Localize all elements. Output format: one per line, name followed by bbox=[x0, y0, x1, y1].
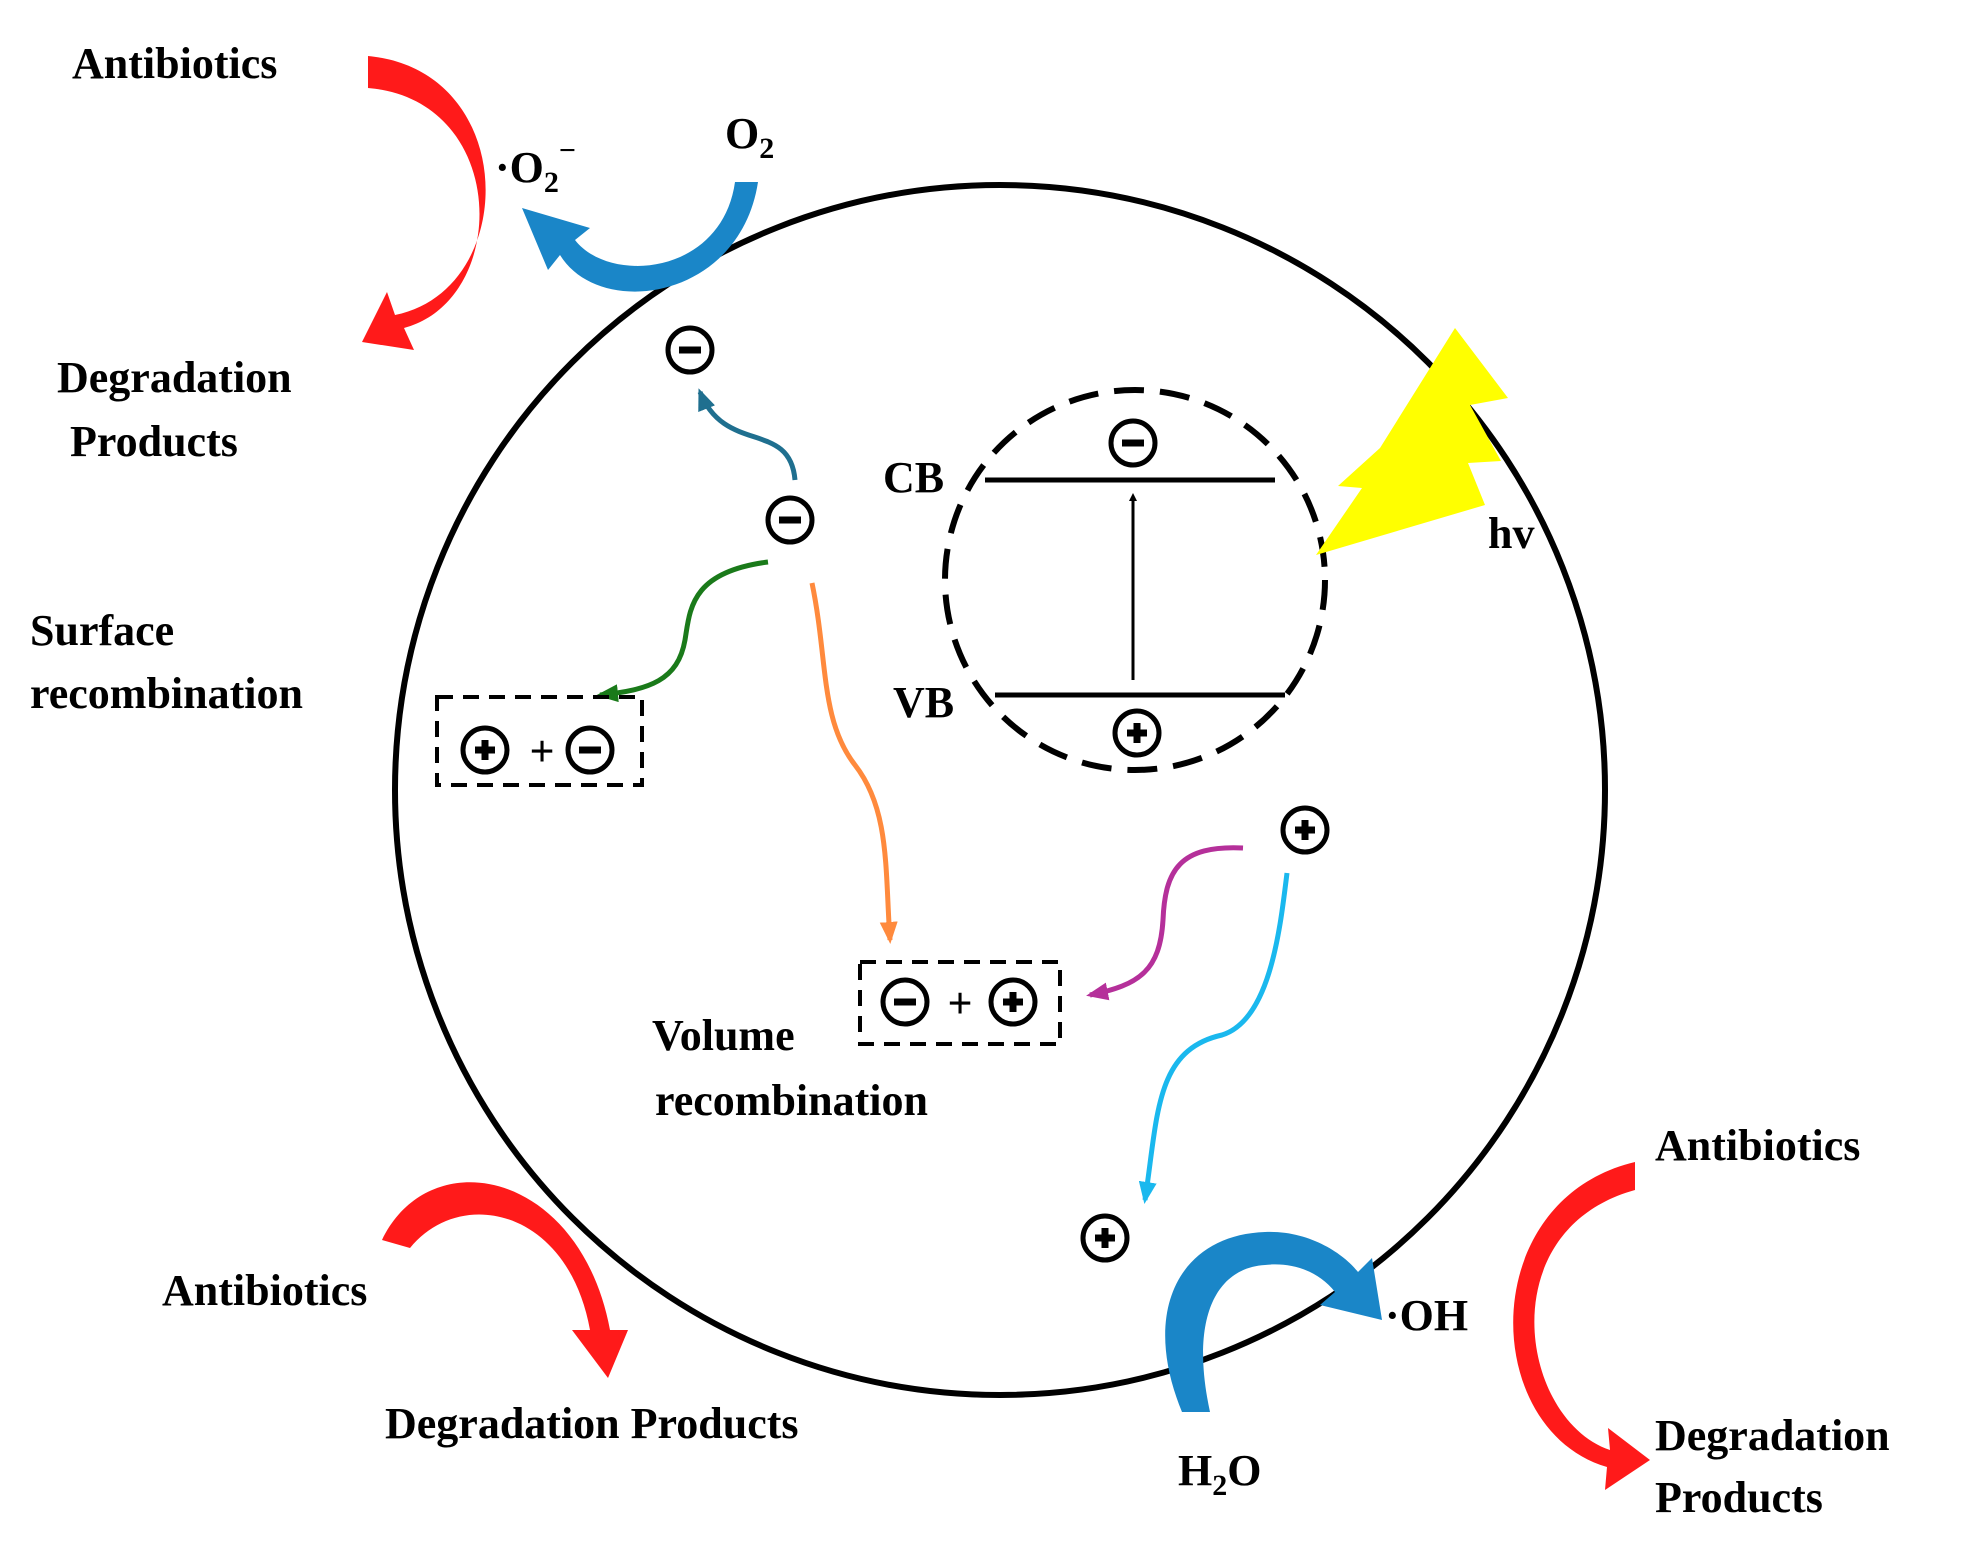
blue-arrow-water bbox=[1165, 1231, 1382, 1412]
oxygen-label: O2 bbox=[725, 109, 774, 165]
vb-label: VB bbox=[893, 678, 954, 727]
hole-free bbox=[1283, 808, 1327, 852]
volume-pair-plus: + bbox=[947, 979, 972, 1028]
hydroxyl-label: ·OH bbox=[1385, 1291, 1468, 1340]
volume-recombination-label-1: Volume bbox=[652, 1011, 795, 1060]
excitation-zone bbox=[942, 387, 1328, 773]
hole-surface bbox=[1083, 1216, 1127, 1260]
hv-label: hv bbox=[1488, 509, 1534, 558]
surface-pair-electron bbox=[568, 728, 612, 772]
surface-recombination-arrow bbox=[596, 559, 769, 703]
red-arrow-top-left bbox=[362, 56, 486, 350]
degradation-label-top-left-1: Degradation bbox=[57, 353, 292, 402]
volume-recombination-box bbox=[858, 960, 1062, 1046]
electron-surface bbox=[668, 328, 712, 372]
volume-hole-arrow bbox=[1086, 845, 1244, 1001]
superoxide-label: ·O2− bbox=[495, 134, 576, 199]
degradation-label-bottom-right-1: Degradation bbox=[1655, 1411, 1890, 1460]
surface-pair-hole bbox=[463, 728, 507, 772]
antibiotics-label-top-left: Antibiotics bbox=[72, 39, 277, 88]
red-arrow-bottom-left bbox=[382, 1182, 628, 1378]
surface-recombination-label-1: Surface bbox=[30, 606, 174, 655]
electron-to-surface-arrow bbox=[697, 388, 798, 481]
surface-pair-plus: + bbox=[529, 727, 554, 776]
vb-hole bbox=[1115, 711, 1159, 755]
electron-free bbox=[768, 498, 812, 542]
blue-arrow-oxygen bbox=[522, 182, 758, 292]
catalyst-particle bbox=[392, 182, 1608, 1398]
antibiotics-label-bottom-left: Antibiotics bbox=[162, 1266, 367, 1315]
volume-pair-hole bbox=[991, 980, 1035, 1024]
lightning-icon bbox=[1316, 328, 1508, 555]
red-arrow-bottom-right bbox=[1513, 1162, 1650, 1490]
water-label: H2O bbox=[1178, 1446, 1261, 1502]
volume-recombination-label-2: recombination bbox=[655, 1076, 928, 1125]
surface-recombination-box bbox=[435, 695, 644, 787]
degradation-label-bottom-right-2: Products bbox=[1655, 1473, 1823, 1522]
volume-pair-electron bbox=[883, 980, 927, 1024]
degradation-label-bottom-left: Degradation Products bbox=[385, 1399, 799, 1448]
volume-electron-arrow bbox=[809, 582, 898, 944]
hole-to-surface-arrow bbox=[1138, 872, 1290, 1204]
cb-label: CB bbox=[883, 453, 944, 502]
cb-electron bbox=[1111, 421, 1155, 465]
antibiotics-label-bottom-right: Antibiotics bbox=[1655, 1121, 1860, 1170]
surface-recombination-label-2: recombination bbox=[30, 669, 303, 718]
degradation-label-top-left-2: Products bbox=[70, 417, 238, 466]
